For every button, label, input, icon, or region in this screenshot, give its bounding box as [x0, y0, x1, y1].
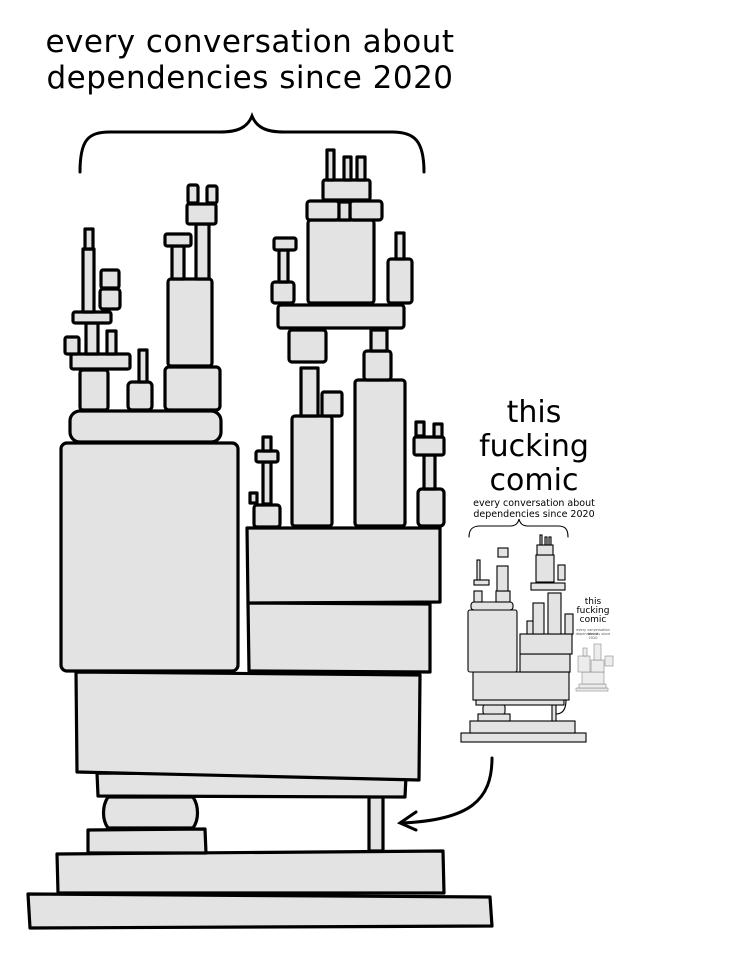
miniature-caption-line-3: comic: [579, 615, 607, 625]
comic-title-line-2: dependencies since 2020: [46, 60, 454, 96]
curved-arrow-icon: [396, 756, 494, 832]
side-caption-line-3: comic: [489, 463, 579, 498]
left-tower: [63, 183, 223, 444]
side-caption-line-2: fucking: [479, 429, 589, 464]
miniature-caption-line-1: this: [584, 597, 602, 607]
nested-title-line-2: dependencies since 2020: [575, 632, 611, 640]
miniature-nested-comic: [575, 643, 614, 692]
curly-brace-icon: [78, 111, 426, 174]
miniature-comic: [460, 518, 614, 743]
miniature-caption-line-2: fucking: [576, 606, 610, 616]
comic-title-line-1: every conversation about: [45, 24, 455, 60]
nested-title-line-1: every conversation about: [576, 628, 610, 636]
side-caption-line-1: this: [506, 395, 562, 430]
right-tower: [248, 148, 446, 529]
miniature-title-line-1: every conversation about: [473, 498, 595, 509]
miniature-title-line-2: dependencies since 2020: [473, 509, 595, 520]
tower-middle: [59, 441, 442, 674]
tower-base: [26, 670, 494, 930]
